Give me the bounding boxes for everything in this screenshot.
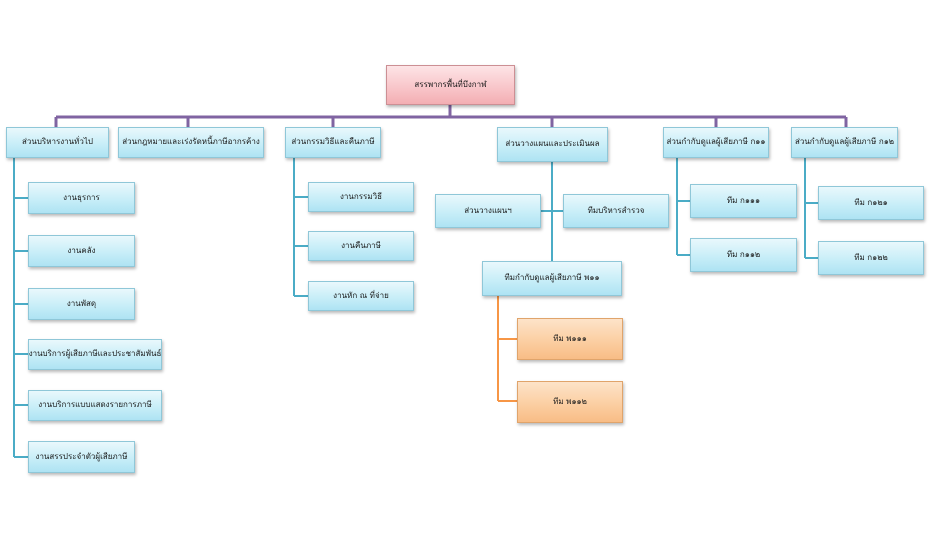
admin-unit[interactable]: งานบริการแบบแสดงรายการภาษี (28, 390, 162, 421)
unit-label: งานคลัง (67, 245, 96, 255)
admin-unit[interactable]: งานคลัง (28, 235, 135, 267)
unit-label: ส่วนวางแผนฯ (464, 205, 512, 215)
team-label: ทีม ก๑๒๒ (854, 252, 888, 262)
dept-planning[interactable]: ส่วนวางแผนและประเมินผล (497, 127, 608, 162)
unit-label: งานคืนภาษี (341, 240, 381, 250)
team-label: ทีม ก๑๑๒ (726, 249, 761, 259)
dept-legal[interactable]: ส่วนกฎหมายและเร่งรัดหนี้ภาษีอากรค้าง (118, 127, 264, 158)
admin-unit[interactable]: งานพัสดุ (28, 288, 135, 320)
unit-label: งานกรรมวิธี (340, 191, 382, 201)
dept-general-admin[interactable]: ส่วนบริหารงานทั่วไป (6, 127, 109, 158)
team-label: ทีม ก๑๑๑ (726, 195, 761, 205)
planning-unit-right[interactable]: ทีมบริหารสำรวจ (563, 194, 669, 228)
dept-k11[interactable]: ส่วนกำกับดูแลผู้เสียภาษี ก๑๑ (663, 127, 769, 158)
root-node[interactable]: สรรพากรพื้นที่บึงกาฬ (386, 65, 515, 105)
root-label: สรรพากรพื้นที่บึงกาฬ (414, 79, 487, 89)
k12-team[interactable]: ทีม ก๑๒๑ (818, 186, 924, 220)
dept-label: ส่วนบริหารงานทั่วไป (21, 137, 93, 147)
admin-unit[interactable]: งานบริการผู้เสียภาษีและประชาสัมพันธ์ (28, 339, 162, 370)
process-unit[interactable]: งานหัก ณ ที่จ่าย (308, 281, 414, 311)
admin-unit[interactable]: งานสรรประจำตัวผู้เสียภาษี (28, 441, 135, 473)
dept-k12[interactable]: ส่วนกำกับดูแลผู้เสียภาษี ก๑๒ (791, 127, 898, 158)
k12-team[interactable]: ทีม ก๑๒๒ (818, 241, 924, 275)
planning-team[interactable]: ทีม พ๑๑๑ (517, 318, 623, 360)
dept-label: ส่วนกำกับดูแลผู้เสียภาษี ก๑๑ (666, 137, 766, 147)
unit-label: งานบริการแบบแสดงรายการภาษี (38, 400, 152, 410)
planning-team[interactable]: ทีม พ๑๑๒ (517, 381, 623, 423)
unit-label: งานบริการผู้เสียภาษีและประชาสัมพันธ์ (28, 349, 162, 359)
dept-label: ส่วนกรรมวิธีและคืนภาษี (291, 137, 375, 147)
unit-label: งานธุรการ (63, 192, 100, 202)
team-label: ทีม พ๑๑๑ (553, 333, 587, 343)
unit-label: งานหัก ณ ที่จ่าย (333, 290, 389, 300)
planning-sub-unit[interactable]: ทีมกำกับดูแลผู้เสียภาษี พ๑๑ (482, 261, 622, 296)
dept-label: ส่วนกฎหมายและเร่งรัดหนี้ภาษีอากรค้าง (122, 137, 260, 147)
dept-label: ส่วนกำกับดูแลผู้เสียภาษี ก๑๒ (794, 137, 895, 147)
k11-team[interactable]: ทีม ก๑๑๑ (690, 184, 797, 218)
team-label: ทีม พ๑๑๒ (553, 396, 587, 406)
process-unit[interactable]: งานกรรมวิธี (308, 182, 414, 212)
unit-label: งานพัสดุ (66, 298, 97, 308)
dept-process-refund[interactable]: ส่วนกรรมวิธีและคืนภาษี (285, 127, 381, 158)
process-unit[interactable]: งานคืนภาษี (308, 231, 414, 261)
planning-unit-left[interactable]: ส่วนวางแผนฯ (435, 194, 541, 228)
unit-label: งานสรรประจำตัวผู้เสียภาษี (35, 451, 128, 461)
unit-label: ทีมกำกับดูแลผู้เสียภาษี พ๑๑ (504, 273, 600, 283)
admin-unit[interactable]: งานธุรการ (28, 182, 135, 214)
team-label: ทีม ก๑๒๑ (854, 197, 888, 207)
k11-team[interactable]: ทีม ก๑๑๒ (690, 238, 797, 272)
unit-label: ทีมบริหารสำรวจ (587, 205, 645, 215)
dept-label: ส่วนวางแผนและประเมินผล (505, 139, 600, 149)
